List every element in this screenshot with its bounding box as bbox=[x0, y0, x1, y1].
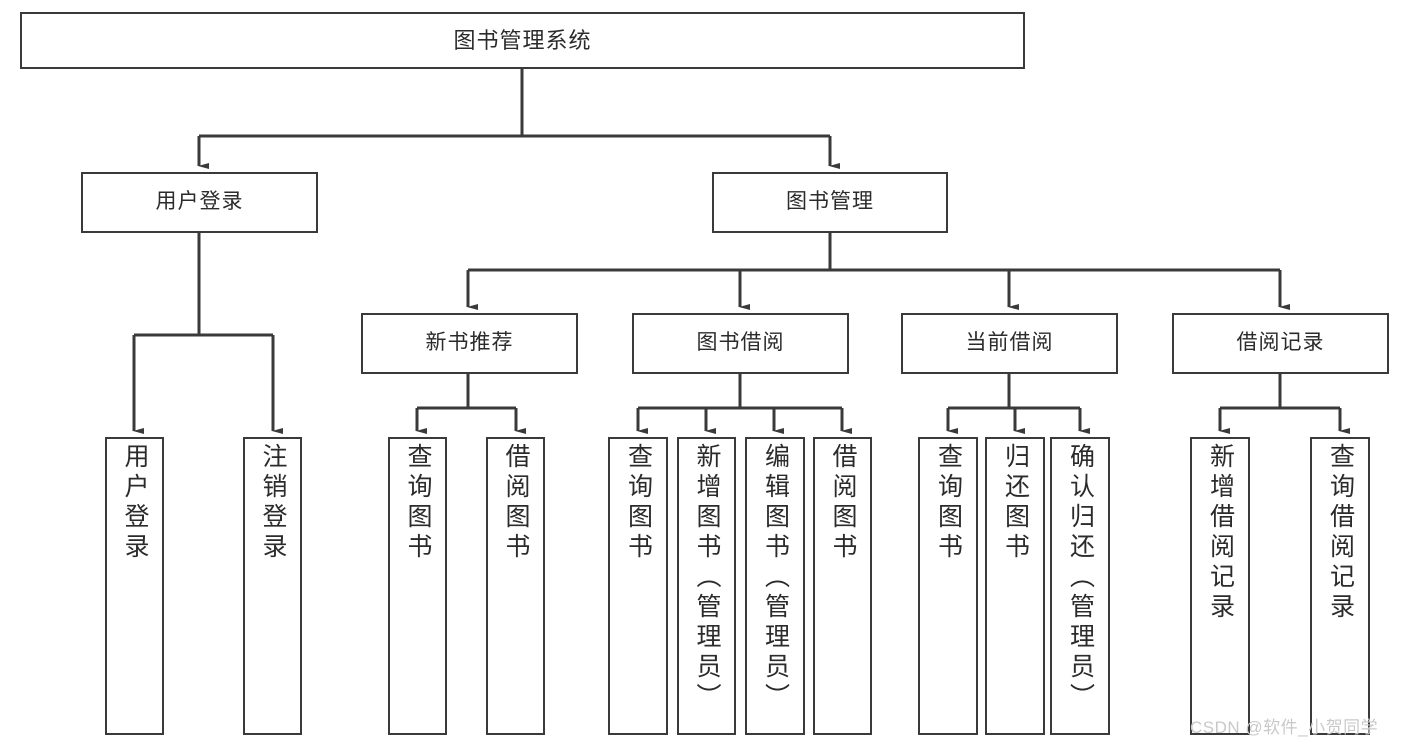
leaf-label: 注销登录 bbox=[259, 443, 287, 563]
node-borrow-record-label: 借阅记录 bbox=[1236, 331, 1325, 355]
leaf-label: 查询借阅记录 bbox=[1326, 443, 1355, 623]
node-new-book-recommend-label: 新书推荐 bbox=[425, 331, 514, 355]
leaf-record-query[interactable]: 查询借阅记录 bbox=[1310, 437, 1370, 735]
leaf-label: 查询图书 bbox=[934, 443, 963, 563]
leaf-record-add[interactable]: 新增借阅记录 bbox=[1190, 437, 1250, 735]
leaf-label: 借阅图书 bbox=[829, 443, 857, 563]
leaf-user-login-logout[interactable]: 注销登录 bbox=[243, 437, 302, 735]
leaf-label: 确认归还（管理员） bbox=[1066, 443, 1095, 713]
leaf-label: 新增借阅记录 bbox=[1206, 443, 1235, 623]
leaf-new-book-query[interactable]: 查询图书 bbox=[388, 437, 447, 735]
leaf-new-book-borrow[interactable]: 借阅图书 bbox=[486, 437, 545, 735]
leaf-label: 查询图书 bbox=[404, 443, 432, 563]
node-current-borrow[interactable]: 当前借阅 bbox=[901, 313, 1118, 374]
node-book-borrow-label: 图书借阅 bbox=[696, 331, 785, 355]
leaf-label: 编辑图书（管理员） bbox=[761, 443, 790, 713]
leaf-label: 归还图书 bbox=[1001, 443, 1030, 563]
leaf-label: 借阅图书 bbox=[502, 443, 530, 563]
node-new-book-recommend[interactable]: 新书推荐 bbox=[361, 313, 578, 374]
leaf-borrow-query-book[interactable]: 查询图书 bbox=[608, 437, 668, 735]
node-root[interactable]: 图书管理系统 bbox=[20, 12, 1025, 69]
leaf-label: 新增图书（管理员） bbox=[693, 443, 721, 713]
node-book-management[interactable]: 图书管理 bbox=[712, 172, 948, 233]
leaf-user-login-login[interactable]: 用户登录 bbox=[105, 437, 164, 735]
leaf-borrow-add-book[interactable]: 新增图书（管理员） bbox=[677, 437, 736, 735]
node-borrow-record[interactable]: 借阅记录 bbox=[1172, 313, 1389, 374]
leaf-current-query-book[interactable]: 查询图书 bbox=[918, 437, 978, 735]
node-current-borrow-label: 当前借阅 bbox=[965, 331, 1054, 355]
leaf-current-confirm-return[interactable]: 确认归还（管理员） bbox=[1050, 437, 1110, 735]
leaf-current-return-book[interactable]: 归还图书 bbox=[985, 437, 1045, 735]
node-user-login-label: 用户登录 bbox=[155, 190, 244, 214]
leaf-borrow-borrow-book[interactable]: 借阅图书 bbox=[813, 437, 872, 735]
leaf-borrow-edit-book[interactable]: 编辑图书（管理员） bbox=[745, 437, 805, 735]
leaf-label: 查询图书 bbox=[624, 443, 653, 563]
node-book-management-label: 图书管理 bbox=[786, 190, 874, 214]
node-root-label: 图书管理系统 bbox=[453, 27, 592, 53]
leaf-label: 用户登录 bbox=[121, 443, 149, 563]
node-user-login[interactable]: 用户登录 bbox=[81, 172, 318, 233]
node-book-borrow[interactable]: 图书借阅 bbox=[632, 313, 849, 374]
